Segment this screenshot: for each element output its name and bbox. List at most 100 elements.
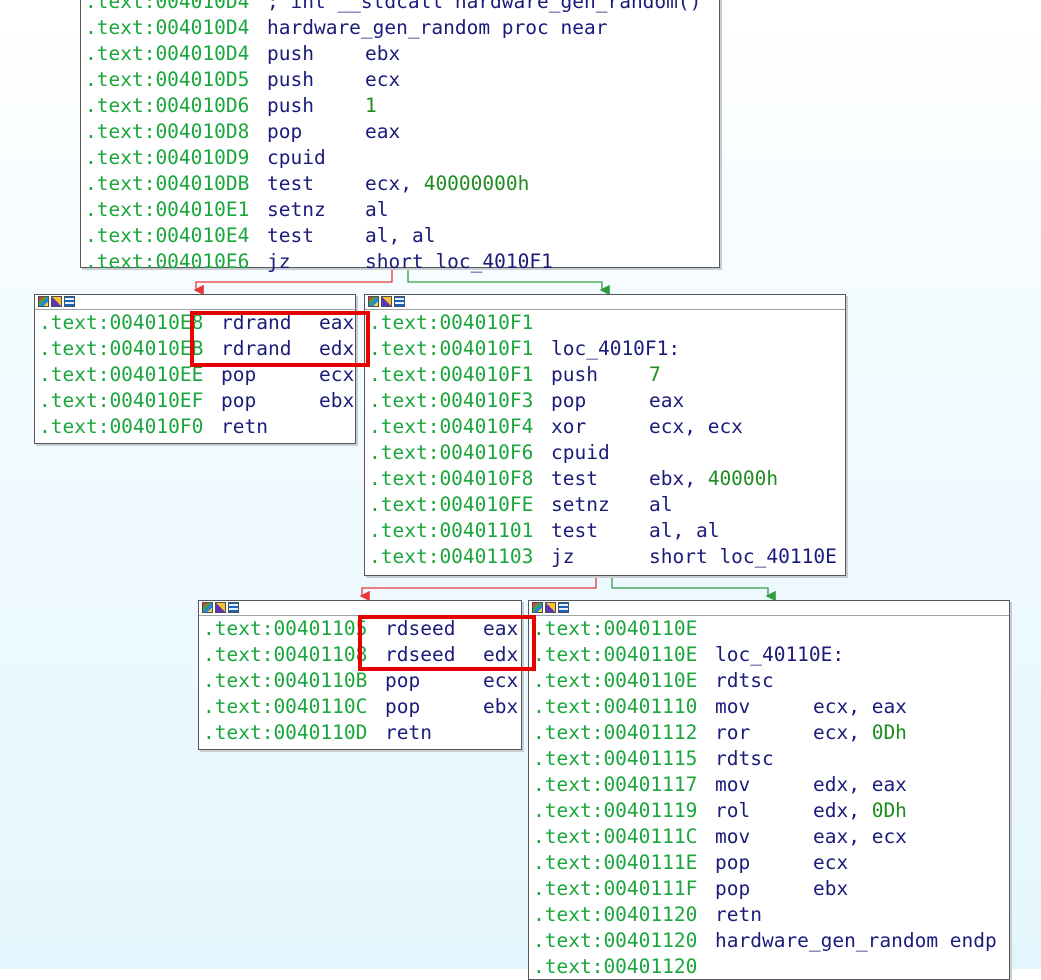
edit-block-icon[interactable]	[381, 296, 392, 307]
label-text: hardware_gen_random endp	[715, 929, 997, 952]
group-block-icon[interactable]	[228, 602, 239, 613]
operand-immediate: 40000h	[707, 467, 779, 490]
address: .text:0040110B	[203, 669, 368, 692]
address: .text:0040110D	[203, 721, 368, 744]
asm-line[interactable]: .text:004010D4; int __stdcall hardware_g…	[85, 0, 719, 15]
address: .text:004010E8	[39, 311, 204, 334]
group-block-icon[interactable]	[558, 602, 569, 613]
mnemonic: pop	[385, 669, 421, 692]
asm-line[interactable]: .text:00401120	[533, 954, 1009, 980]
address: .text:004010D8	[85, 120, 250, 143]
code-block-entry[interactable]: .text:004010D4; int __stdcall hardware_g…	[80, 0, 720, 273]
address: .text:004010FE	[369, 493, 534, 516]
graph-color-icon[interactable]	[532, 602, 543, 613]
group-block-icon[interactable]	[64, 296, 75, 307]
asm-line[interactable]: .text:0040110E	[533, 616, 1009, 642]
address: .text:0040111F	[533, 877, 698, 900]
group-block-icon[interactable]	[394, 296, 405, 307]
asm-line[interactable]: .text:00401120 hardware_gen_random endp	[533, 928, 1009, 954]
mnemonic: pop	[267, 120, 303, 143]
edit-block-icon[interactable]	[545, 602, 556, 613]
mnemonic: push	[267, 94, 314, 117]
operand: ebx	[483, 695, 519, 718]
address: .text:00401120	[533, 955, 698, 978]
operand: ecx, eax	[813, 695, 907, 718]
address: .text:004010F4	[369, 415, 534, 438]
operand: al, al	[365, 224, 436, 247]
operand: edx	[483, 643, 519, 666]
highlight-rdrand	[190, 311, 370, 367]
mnemonic: test	[267, 172, 314, 195]
mnemonic: rdtsc	[715, 747, 774, 770]
operand: ecx,	[813, 721, 872, 744]
address: .text:0040110E	[533, 669, 698, 692]
graph-color-icon[interactable]	[38, 296, 49, 307]
edit-block-icon[interactable]	[51, 296, 62, 307]
operand: short loc_4010F1	[365, 250, 553, 273]
operand: eax, ecx	[813, 825, 907, 848]
address: .text:00401120	[533, 929, 698, 952]
address: .text:004010F8	[369, 467, 534, 490]
address: .text:004010D9	[85, 146, 250, 169]
highlight-rdseed	[358, 615, 536, 671]
operand: ecx	[813, 851, 849, 874]
label-text: loc_40110E:	[715, 643, 845, 666]
graph-color-icon[interactable]	[202, 602, 213, 613]
address: .text:004010EF	[39, 389, 204, 412]
address: .text:004010F1	[369, 363, 534, 386]
edit-block-icon[interactable]	[215, 602, 226, 613]
address: .text:004010D4	[85, 0, 250, 13]
address: .text:004010DB	[85, 172, 250, 195]
asm-line[interactable]: .text:004010F1	[369, 310, 845, 336]
graph-color-icon[interactable]	[368, 296, 379, 307]
address: .text:004010D4	[85, 42, 250, 65]
operand: edx, eax	[813, 773, 907, 796]
mnemonic: rdrand	[221, 311, 292, 334]
